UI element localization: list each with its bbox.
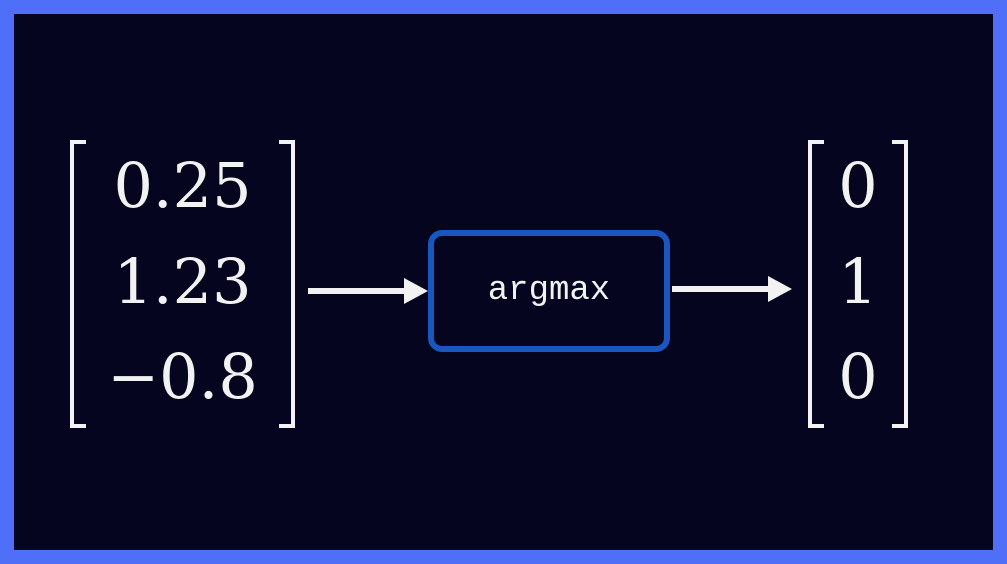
input-value: 1.23 — [113, 245, 252, 318]
arrow-out — [672, 276, 792, 302]
output-value: 0 — [838, 340, 878, 413]
argmax-box: argmax — [428, 230, 670, 352]
right-bracket — [892, 140, 908, 428]
diagram-canvas — [14, 14, 993, 550]
output-value: 0 — [838, 149, 878, 222]
left-bracket — [70, 140, 86, 428]
argmax-label: argmax — [487, 272, 611, 310]
input-value: −0.8 — [107, 340, 258, 413]
left-bracket — [808, 140, 824, 428]
arrow-in — [308, 278, 428, 304]
input-value: 0.25 — [113, 149, 252, 222]
output-value: 1 — [838, 245, 878, 318]
right-bracket — [279, 140, 295, 428]
